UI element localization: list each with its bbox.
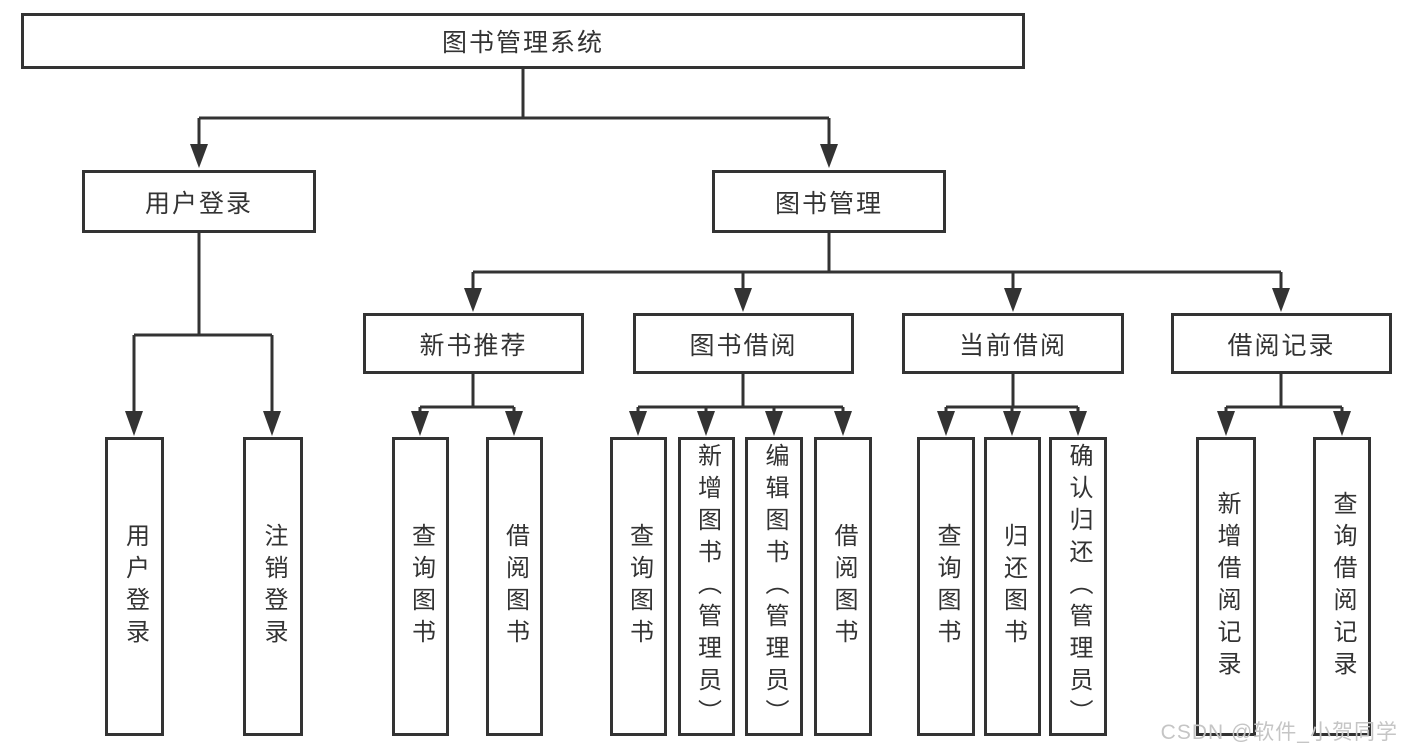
node-root-library-system: 图书管理系统	[21, 13, 1025, 69]
node-label: 查询图书	[407, 522, 435, 651]
leaf-newbooks-borrow-books: 借阅图书	[486, 437, 543, 736]
node-current-borrowing: 当前借阅	[902, 313, 1124, 374]
node-label: 归还图书	[999, 522, 1027, 651]
node-label: 查询图书	[933, 522, 960, 651]
connector-newbooks-to-children	[411, 374, 523, 436]
leaf-borrowing-add-books-admin: 新增图书（管理员）	[678, 437, 735, 736]
leaf-user-login: 用户登录	[105, 437, 164, 736]
leaf-records-add-record: 新增借阅记录	[1196, 437, 1256, 736]
leaf-current-confirm-return-admin: 确认归还（管理员）	[1049, 437, 1107, 736]
node-label: 查询借阅记录	[1329, 490, 1356, 683]
node-label: 新增借阅记录	[1213, 490, 1240, 683]
node-label: 查询图书	[625, 522, 653, 651]
node-label: 确认归还（管理员）	[1065, 442, 1092, 731]
connector-records-to-children	[1217, 374, 1351, 436]
leaf-current-return-books: 归还图书	[984, 437, 1041, 736]
leaf-borrowing-edit-books-admin: 编辑图书（管理员）	[745, 437, 803, 736]
leaf-logout: 注销登录	[243, 437, 303, 736]
leaf-borrowing-borrow-books: 借阅图书	[814, 437, 872, 736]
connector-borrowing-to-children	[629, 374, 852, 436]
node-label: 借阅图书	[830, 522, 857, 651]
connector-login-to-children	[125, 233, 281, 436]
leaf-borrowing-query-books: 查询图书	[610, 437, 667, 736]
node-label: 用户登录	[121, 522, 149, 651]
node-new-book-recommend: 新书推荐	[363, 313, 584, 374]
node-book-borrowing: 图书借阅	[633, 313, 854, 374]
node-user-login: 用户登录	[82, 170, 316, 233]
leaf-current-query-books: 查询图书	[917, 437, 975, 736]
node-label: 编辑图书（管理员）	[761, 442, 788, 731]
leaf-records-query-record: 查询借阅记录	[1313, 437, 1371, 736]
node-borrow-records: 借阅记录	[1171, 313, 1392, 374]
connector-bookmgmt-to-level3	[464, 233, 1290, 312]
connector-root-to-level2	[190, 68, 838, 168]
leaf-newbooks-query-books: 查询图书	[392, 437, 449, 736]
connector-current-to-children	[937, 374, 1087, 436]
node-label: 借阅图书	[501, 522, 529, 651]
csdn-watermark: CSDN @软件_小贺同学	[1160, 721, 1398, 744]
node-label: 新增图书（管理员）	[693, 442, 721, 731]
node-book-management: 图书管理	[712, 170, 946, 233]
node-label: 注销登录	[260, 522, 287, 651]
